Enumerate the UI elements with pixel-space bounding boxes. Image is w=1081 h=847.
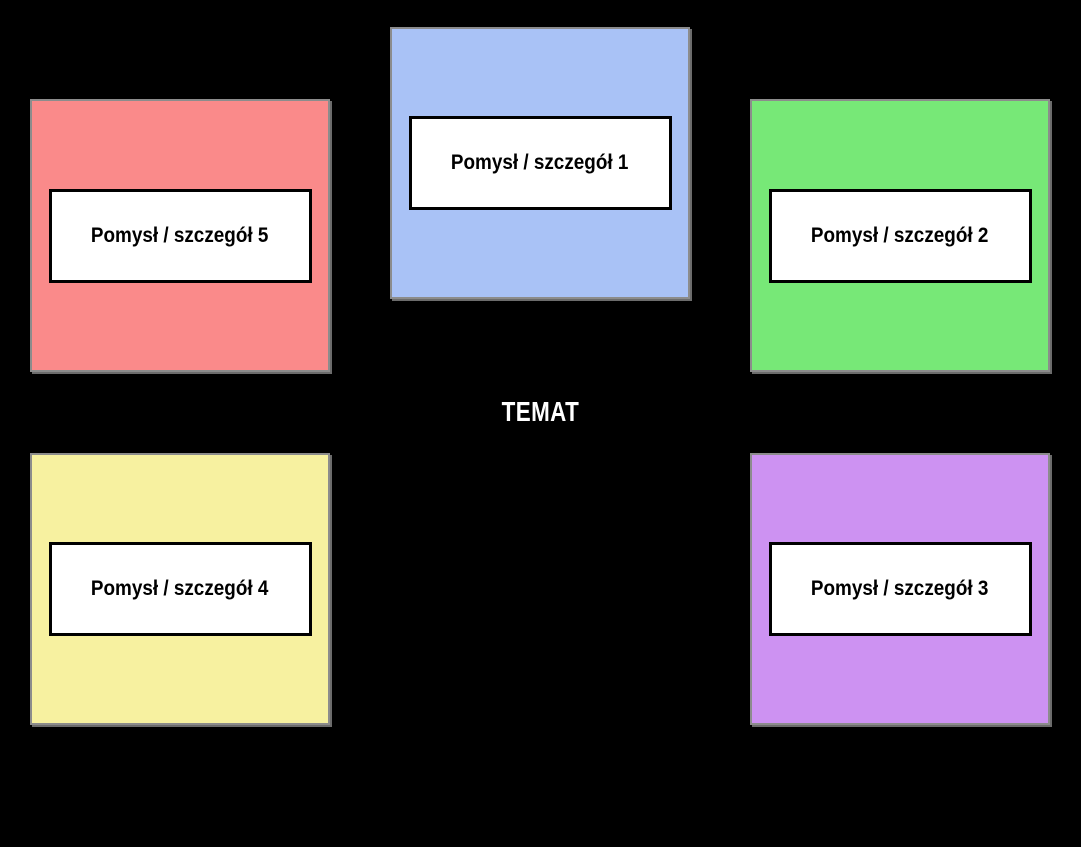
idea-cell-1[interactable]: Pomysł / szczegół 1 <box>390 27 690 299</box>
idea-cell-2[interactable]: Pomysł / szczegół 2 <box>750 99 1050 372</box>
idea-label-3: Pomysł / szczegół 3 <box>811 577 989 600</box>
idea-label-box-1[interactable]: Pomysł / szczegół 1 <box>408 116 672 210</box>
idea-label-box-4[interactable]: Pomysł / szczegół 4 <box>48 542 312 636</box>
idea-label-4: Pomysł / szczegół 4 <box>91 577 269 600</box>
idea-label-1: Pomysł / szczegół 1 <box>451 151 629 174</box>
topic-label-row: TEMAT <box>0 398 1081 426</box>
idea-label-box-3[interactable]: Pomysł / szczegół 3 <box>768 542 1032 636</box>
idea-label-5: Pomysł / szczegół 5 <box>91 223 269 247</box>
idea-cell-4[interactable]: Pomysł / szczegół 4 <box>30 453 330 725</box>
idea-label-box-2[interactable]: Pomysł / szczegół 2 <box>768 188 1032 283</box>
topic-label[interactable]: TEMAT <box>501 396 580 427</box>
idea-label-2: Pomysł / szczegół 2 <box>811 223 989 247</box>
idea-cell-3[interactable]: Pomysł / szczegół 3 <box>750 453 1050 725</box>
idea-cell-5[interactable]: Pomysł / szczegół 5 <box>30 99 330 372</box>
idea-label-box-5[interactable]: Pomysł / szczegół 5 <box>48 188 312 283</box>
